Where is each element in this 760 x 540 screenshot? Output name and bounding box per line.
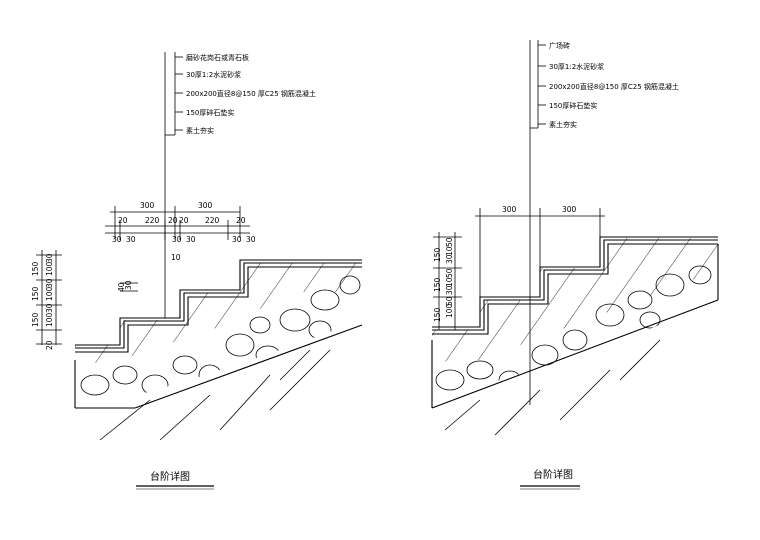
left-nose-dim: 40 — [117, 282, 126, 292]
left-label-3: 200x200直径8@150 厚C25 钢筋混凝土 — [186, 89, 316, 98]
left-title: 台阶详图 — [150, 470, 190, 483]
right-label-4: 150厚碎石垫实 — [549, 101, 597, 110]
right-layer-dim: 30 — [445, 285, 454, 295]
left-label-5: 素土夯实 — [186, 126, 214, 135]
left-dim-220: 220 — [205, 216, 220, 225]
left-dim-30: 30 — [112, 235, 122, 244]
left-label-2: 30厚1:2水泥砂浆 — [186, 70, 241, 79]
right-riser-dim: 150 — [433, 277, 442, 292]
right-step-detail: 广场砖 30厚1:2水泥砂浆 200x200直径8@150 厚C25 钢筋混凝土… — [431, 40, 719, 490]
right-dim-300-a: 300 — [502, 205, 517, 214]
right-riser-dim: 150 — [433, 307, 442, 322]
left-riser-dim: 150 — [31, 261, 40, 276]
right-layer-dim: 10 — [445, 277, 454, 287]
left-nose-dim: 10 — [171, 253, 181, 262]
left-layer-dim: 30 — [45, 278, 54, 288]
left-dim-30: 30 — [172, 235, 182, 244]
right-riser-dim: 150 — [433, 247, 442, 262]
right-title: 台阶详图 — [533, 468, 573, 481]
left-label-1: 磨砂花岗石或青石板 — [186, 53, 249, 62]
left-step-detail: 磨砂花岗石或青石板 30厚1:2水泥砂浆 200x200直径8@150 厚C25… — [31, 52, 363, 490]
left-layer-dim: 30 — [45, 303, 54, 313]
left-layer-dim: 100 — [45, 261, 54, 276]
left-dim-20: 20 — [118, 216, 128, 225]
left-label-4: 150厚碎石垫实 — [186, 108, 234, 117]
right-layer-dim: 10 — [445, 246, 454, 256]
left-dim-30: 30 — [246, 235, 256, 244]
left-dim-20: 20 — [168, 216, 178, 225]
left-dim-300-b: 300 — [198, 201, 213, 210]
left-riser-dim: 150 — [31, 312, 40, 327]
left-dim-30: 30 — [232, 235, 242, 244]
right-label-2: 30厚1:2水泥砂浆 — [549, 62, 604, 71]
right-layer-dim: 50 — [445, 296, 454, 306]
right-label-5: 素土夯实 — [549, 120, 577, 129]
right-label-1: 广场砖 — [549, 41, 570, 50]
left-layer-dim: 100 — [45, 286, 54, 301]
left-dim-30: 30 — [186, 235, 196, 244]
left-layer-dim: 30 — [45, 253, 54, 263]
left-dim-20: 20 — [179, 216, 189, 225]
right-layer-dim: 100 — [445, 303, 454, 318]
left-dim-300-a: 300 — [140, 201, 155, 210]
right-layer-dim: 50 — [445, 268, 454, 278]
right-dim-300-b: 300 — [562, 205, 577, 214]
left-layer-dim: 100 — [45, 312, 54, 327]
left-layer-dim: 20 — [45, 340, 54, 350]
left-nose-dim: 30 — [124, 280, 133, 290]
right-layer-dim: 30 — [445, 254, 454, 264]
left-dim-30: 30 — [126, 235, 136, 244]
right-layer-dim: 50 — [445, 237, 454, 247]
left-dim-220: 220 — [145, 216, 160, 225]
right-label-3: 200x200直径8@150 厚C25 钢筋混凝土 — [549, 82, 679, 91]
left-dim-20: 20 — [236, 216, 246, 225]
left-riser-dim: 150 — [31, 286, 40, 301]
